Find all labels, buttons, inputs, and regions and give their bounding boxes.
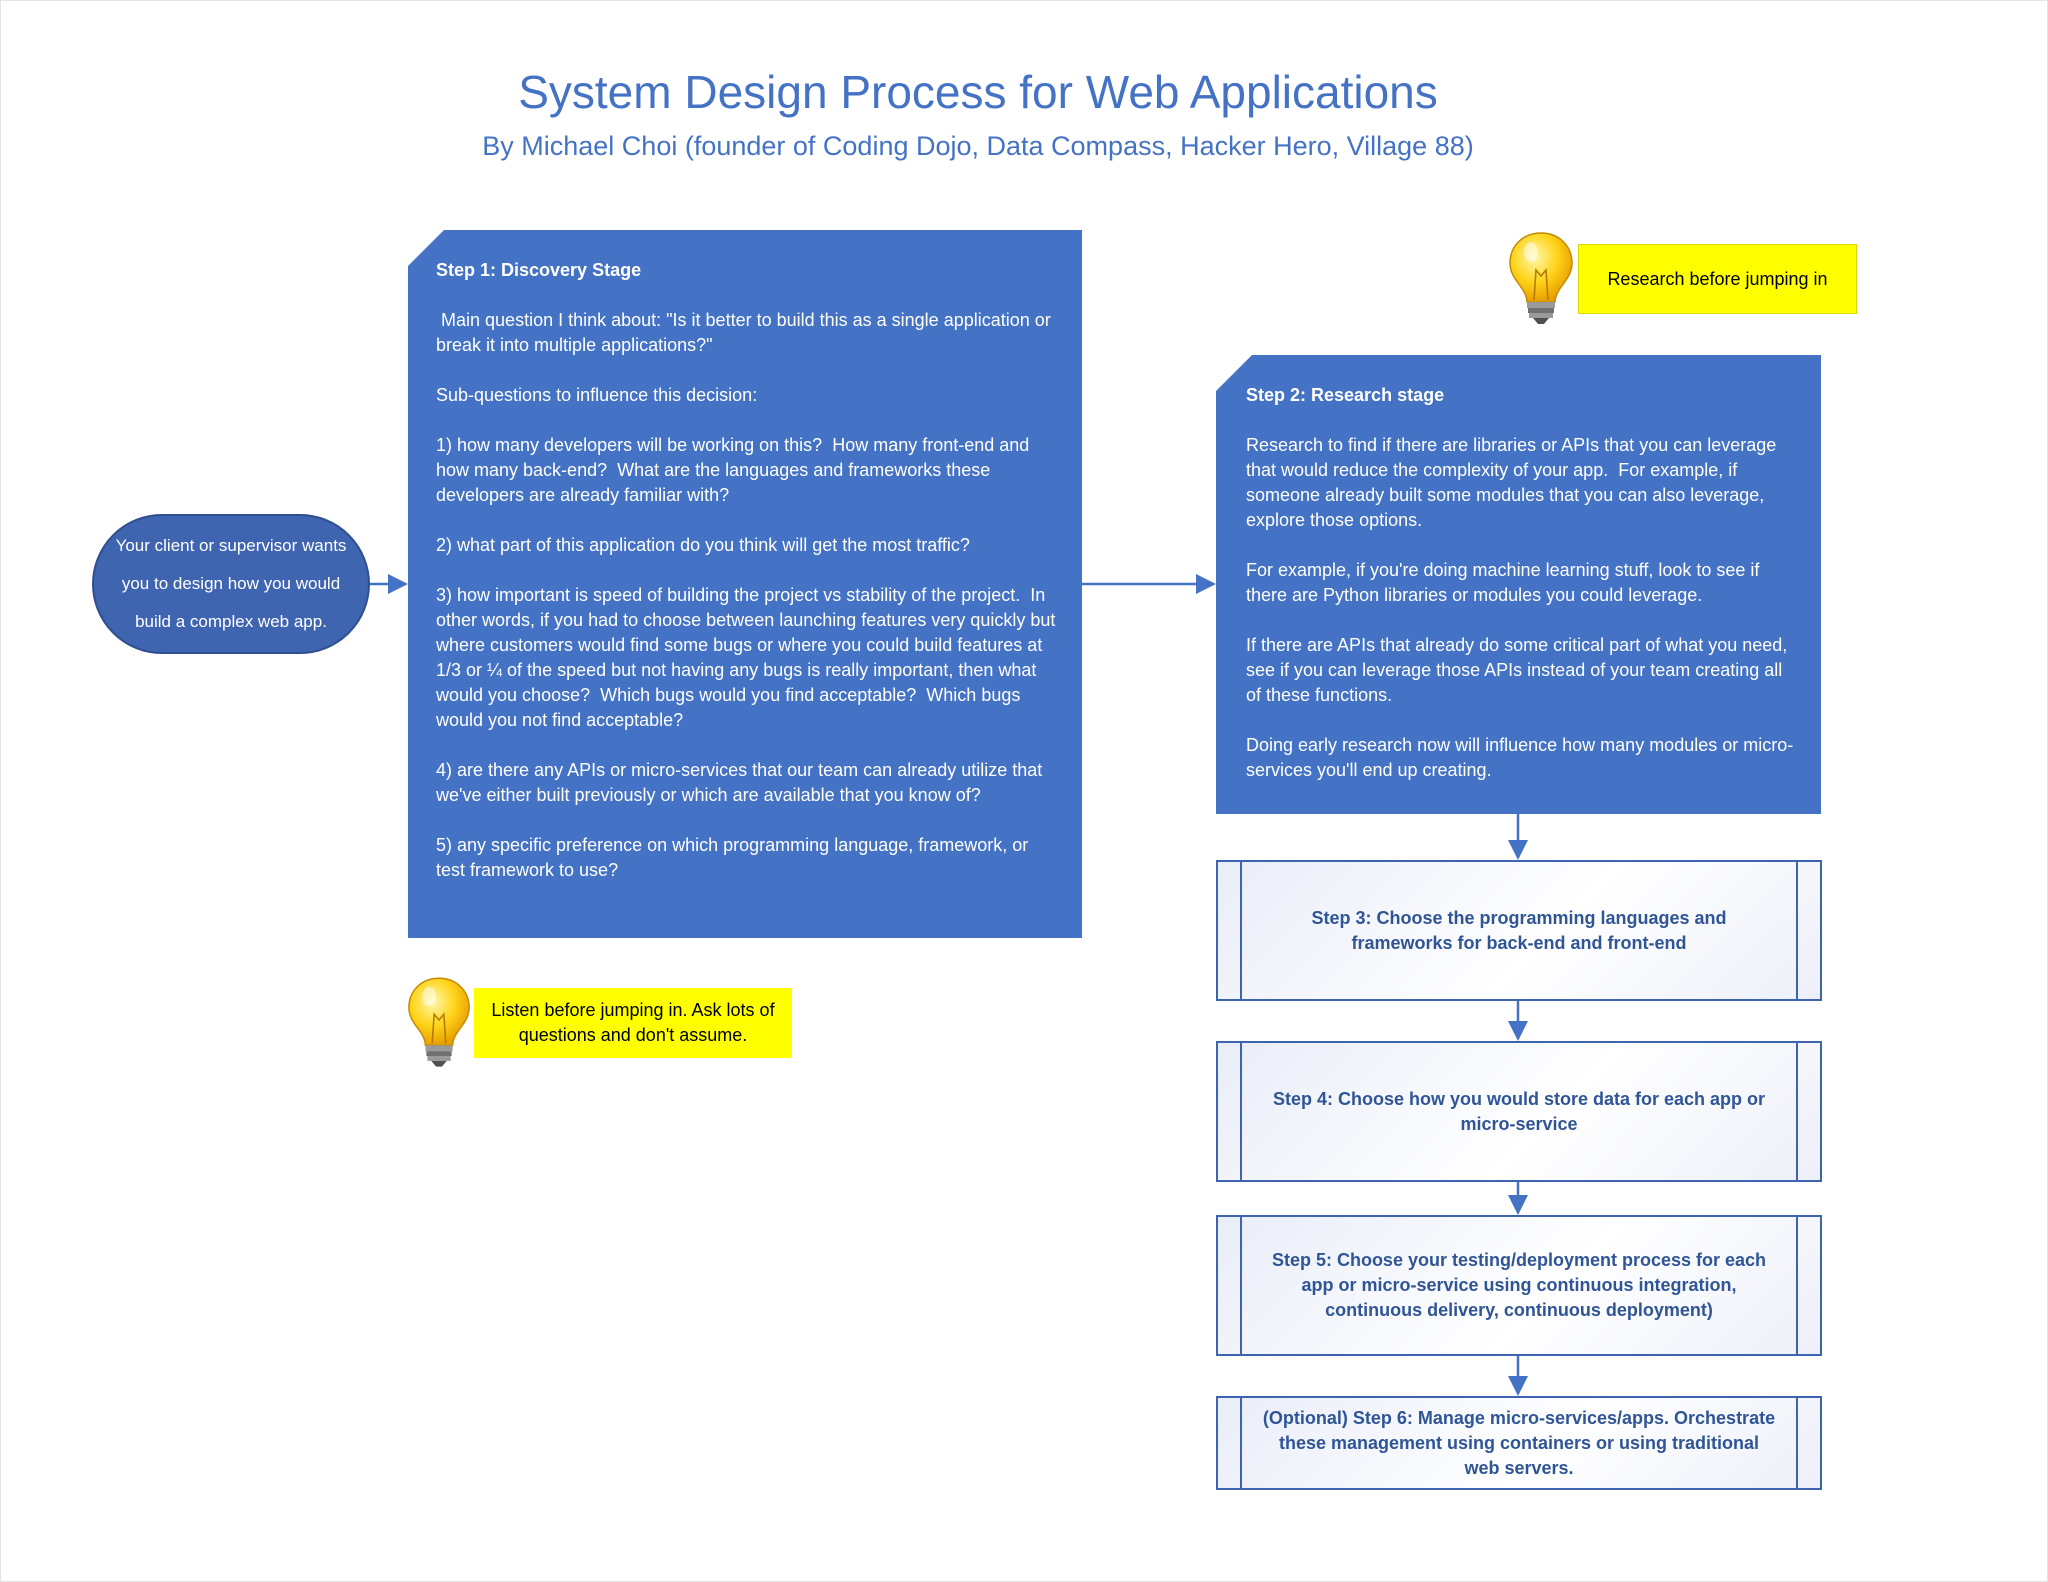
tip-research-note: Research before jumping in: [1578, 244, 1857, 314]
step6-text: (Optional) Step 6: Manage micro-services…: [1262, 1407, 1776, 1478]
start-node-text: Your client or supervisor wants you to d…: [115, 536, 347, 631]
lightbulb-icon: [408, 977, 470, 1067]
start-node: Your client or supervisor wants you to d…: [92, 514, 370, 654]
step5-text: Step 5: Choose your testing/deployment p…: [1271, 1250, 1767, 1320]
diagram-subtitle: By Michael Choi (founder of Coding Dojo,…: [482, 131, 1474, 161]
diagram-title: System Design Process for Web Applicatio…: [518, 66, 1438, 118]
step1-body: Main question I think about: "Is it bett…: [436, 310, 1056, 880]
tip-listen-note: Listen before jumping in. Ask lots of qu…: [474, 988, 792, 1058]
tip-listen-text: Listen before jumping in. Ask lots of qu…: [491, 1000, 775, 1045]
step3-box: Step 3: Choose the programming languages…: [1216, 860, 1822, 1001]
step5-box: Step 5: Choose your testing/deployment p…: [1216, 1215, 1822, 1356]
step4-box: Step 4: Choose how you would store data …: [1216, 1041, 1822, 1182]
step2-body: Research to find if there are libraries …: [1246, 435, 1794, 780]
step6-box: (Optional) Step 6: Manage micro-services…: [1216, 1396, 1822, 1490]
step1-discovery-box: Step 1: Discovery Stage Main question I …: [408, 230, 1082, 938]
tip-research-text: Research before jumping in: [1607, 268, 1828, 289]
step2-title: Step 2: Research stage: [1246, 385, 1445, 405]
lightbulb-icon: [1509, 232, 1573, 324]
step3-text: Step 3: Choose the programming languages…: [1311, 907, 1727, 953]
step4-text: Step 4: Choose how you would store data …: [1272, 1088, 1766, 1134]
step1-title: Step 1: Discovery Stage: [436, 260, 642, 280]
